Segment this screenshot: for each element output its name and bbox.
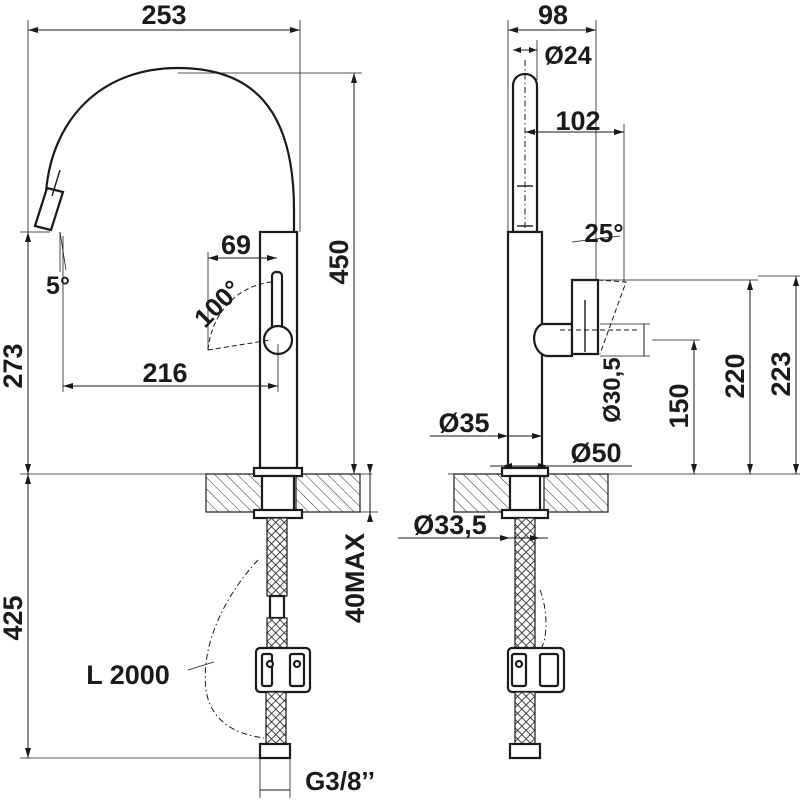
- side-deck-section: [448, 473, 800, 513]
- side-below-deck: [500, 474, 566, 760]
- front-below-deck: [204, 474, 312, 760]
- dim-lever-height-150: 150: [652, 339, 700, 474]
- dim-handle-projection-102: 102: [525, 106, 625, 282]
- dim-thread: G3/8’’: [259, 758, 375, 798]
- dim-lever-top-220: 220: [600, 279, 758, 474]
- front-view: 253 450 273 216: [0, 0, 378, 798]
- dim-base-diameter: Ø50: [490, 438, 632, 469]
- spray-head: [33, 186, 65, 232]
- dim-spout-tilt-5: 5°: [46, 231, 70, 300]
- side-faucet-body: [500, 230, 640, 478]
- label-lever-diameter: Ø30,5: [599, 357, 626, 422]
- label-depth-98: 98: [538, 0, 568, 30]
- dim-shank-diameter: Ø33,5: [398, 510, 548, 541]
- label-deck-40max: 40MAX: [340, 533, 370, 623]
- dim-spout-height-273: 273: [0, 231, 50, 474]
- label-spout-height-273: 273: [0, 343, 28, 388]
- label-overall-height: 223: [766, 351, 796, 396]
- dim-below-deck-425: 425: [0, 474, 262, 759]
- front-deck-section: [20, 473, 372, 513]
- label-height-450: 450: [324, 239, 354, 284]
- dim-width-253: 253: [27, 0, 301, 232]
- label-base-diameter: Ø50: [570, 438, 621, 468]
- label-width-253: 253: [141, 0, 186, 30]
- dim-deck-40max: 40MAX: [302, 464, 378, 623]
- label-lever-top-height: 220: [720, 353, 750, 398]
- dim-lever-angle-25: 25°: [571, 218, 624, 248]
- label-handle-69: 69: [221, 230, 251, 260]
- dim-reach-216: 216: [62, 236, 279, 392]
- label-below-deck-425: 425: [0, 595, 28, 640]
- dim-overall-223: 223: [758, 275, 800, 474]
- dim-lever-diameter: Ø30,5: [599, 323, 650, 423]
- label-body-diameter: Ø35: [438, 408, 489, 438]
- label-lever-height: 150: [664, 383, 694, 428]
- label-lever-angle-100: 100°: [188, 274, 247, 333]
- label-shank-diameter: Ø33,5: [413, 510, 487, 540]
- side-spout: [511, 60, 539, 234]
- label-reach-216: 216: [142, 358, 187, 388]
- dim-body-diameter: Ø35: [430, 408, 542, 439]
- label-connection-thread: G3/8’’: [305, 766, 375, 796]
- dim-handle-69: 69: [207, 230, 277, 350]
- label-handle-projection: 102: [555, 106, 600, 136]
- label-hose-length: L 2000: [86, 660, 170, 690]
- front-spout: [33, 66, 296, 232]
- dim-spray-head-24: Ø24: [513, 40, 592, 80]
- label-hose-length-group: L 2000: [86, 660, 215, 690]
- dim-depth-98: 98: [507, 0, 597, 280]
- dim-height-450: 450: [178, 72, 362, 474]
- side-view: 98 Ø24 102 25° Ø30,5: [398, 0, 800, 760]
- label-side-lever-angle: 25°: [584, 218, 623, 248]
- front-faucet-body: [207, 230, 304, 478]
- label-spout-tilt-5: 5°: [46, 272, 70, 300]
- label-spray-head-diameter: Ø24: [544, 42, 591, 70]
